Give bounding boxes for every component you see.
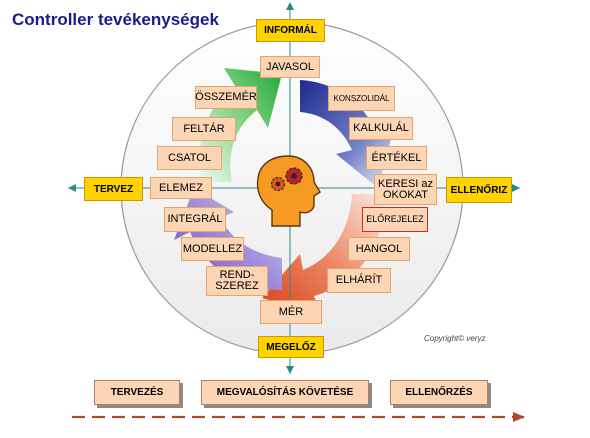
activity-csatol: CSATOL [157, 146, 222, 170]
process-step-ellenorzes: ELLENŐRZÉS [390, 380, 488, 405]
gear-icon-small [270, 176, 286, 192]
activity-osszemer: ÖSSZEMÉR [195, 86, 257, 109]
activity-javasol: JAVASOL [260, 56, 320, 78]
activity-rendszerez-line1: REND- [219, 269, 255, 281]
activity-integral: INTEGRÁL [164, 207, 226, 232]
activity-keresi-okokat: KERESI az OKOKAT [374, 174, 437, 205]
activity-hangol: HANGOL [348, 237, 410, 261]
orange-cycle-arrow [262, 194, 386, 314]
axis-label-right: ELLENŐRIZ [446, 177, 512, 203]
copyright-note: Copyright© veryz [424, 334, 486, 343]
activity-modellez: MODELLEZ [181, 237, 244, 261]
axis-label-top: INFORMÁL [256, 19, 325, 42]
gear-icon [285, 167, 303, 185]
activity-ertekel: ÉRTÉKEL [366, 146, 427, 170]
activity-elharit: ELHÁRÍT [327, 268, 391, 293]
activity-elemez: ELEMEZ [150, 177, 212, 199]
activity-konszolidal: KONSZOLIDÁL [328, 86, 395, 111]
page-title: Controller tevékenységek [12, 10, 219, 29]
axis-label-bottom: MEGELŐZ [258, 336, 324, 358]
activity-keresi-line2: OKOKAT [382, 188, 429, 201]
activity-keresi-line1: KERESI az [377, 177, 434, 190]
activity-mer: MÉR [260, 300, 322, 324]
process-step-megvalositas: MEGVALÓSÍTÁS KÖVETÉSE [201, 380, 369, 405]
axis-arrowhead-bottom [286, 366, 294, 374]
axis-label-left: TERVEZ [84, 177, 143, 201]
activity-feltar: FELTÁR [172, 117, 236, 141]
axis-arrowhead-top [286, 2, 294, 10]
process-step-tervezes: TERVEZÉS [94, 380, 180, 405]
axis-arrowhead-left [68, 184, 76, 192]
activity-elorejelez: ELŐREJELEZ [362, 207, 428, 232]
activity-kalkulal: KALKULÁL [349, 117, 413, 140]
axis-arrowhead-right [512, 184, 520, 192]
head-with-gears-icon [256, 155, 321, 227]
activity-rendszerez: REND- SZEREZ [206, 266, 268, 296]
activity-rendszerez-line2: SZEREZ [215, 280, 259, 292]
